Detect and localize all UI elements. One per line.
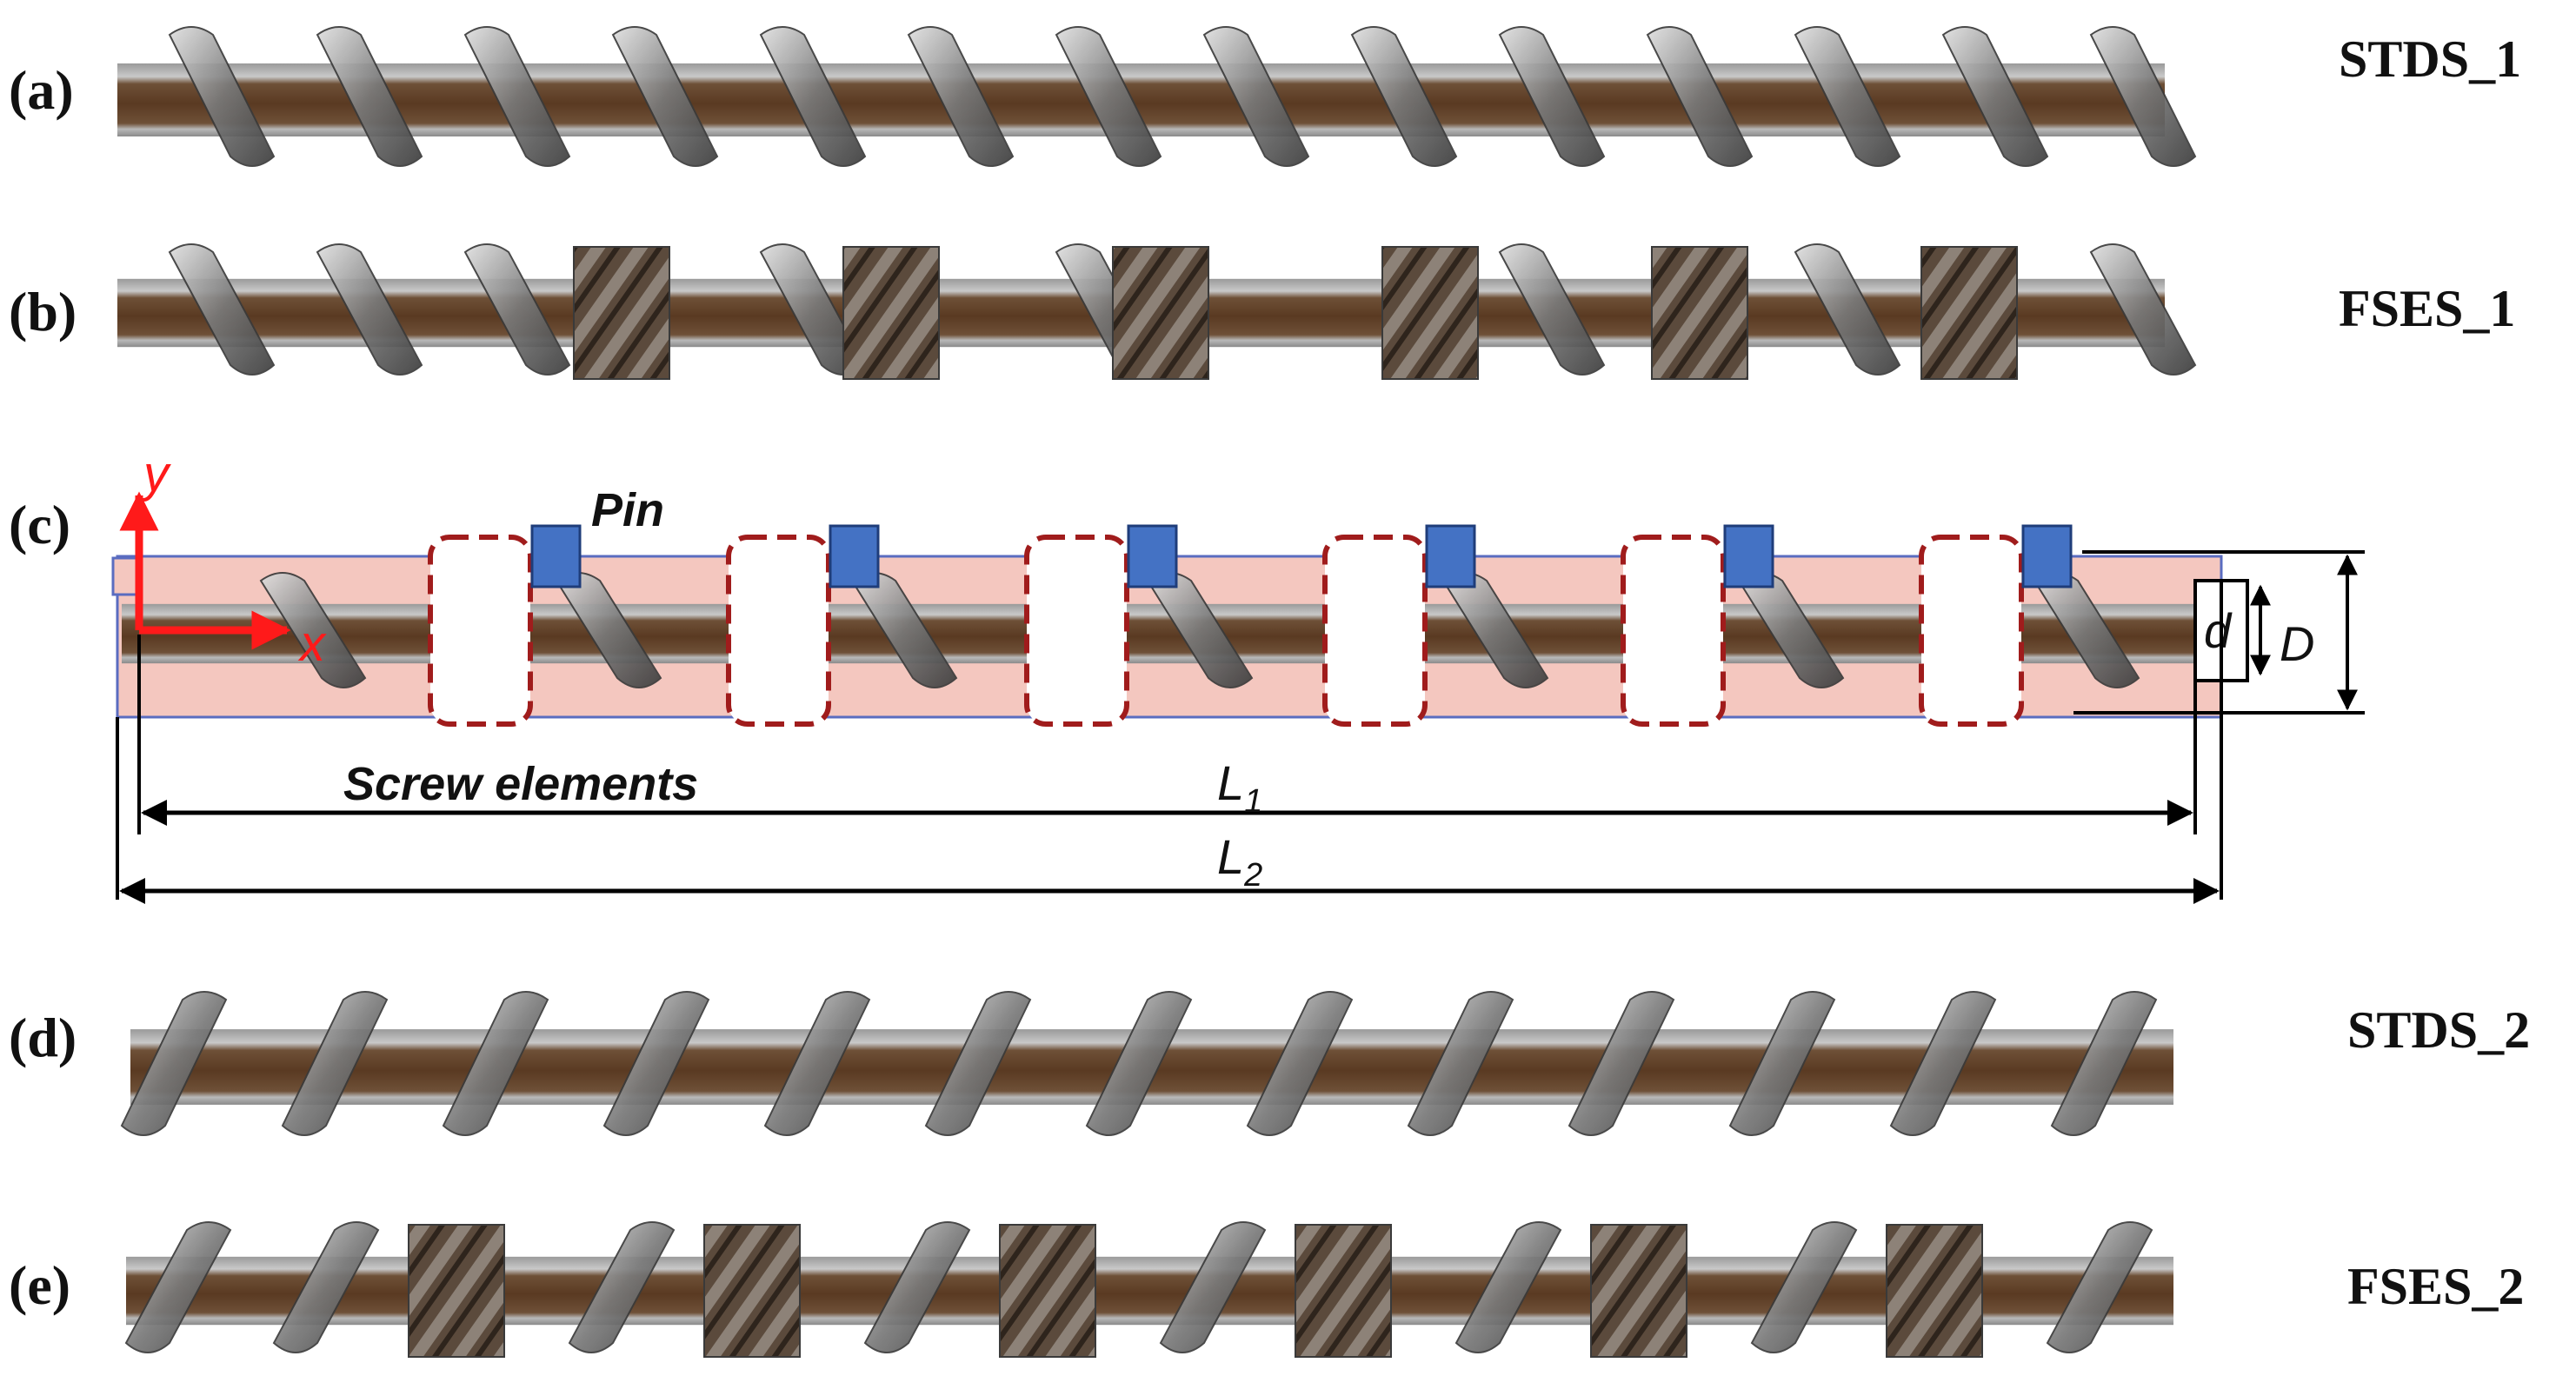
pin-block — [1723, 524, 1774, 588]
screw-flight — [759, 26, 867, 167]
config-name-fses-2: FSES_2 — [2347, 1258, 2524, 1315]
kneading-gap-box — [1621, 535, 1726, 727]
kneading-element — [1295, 1224, 1392, 1358]
pin-block — [1127, 524, 1178, 588]
kneading-element — [1112, 246, 1209, 380]
screw-flight — [602, 991, 710, 1136]
pin-block — [1425, 524, 1476, 588]
config-name-stds-1: STDS_1 — [2339, 30, 2521, 88]
screw-flight — [272, 1221, 380, 1353]
screw-flight — [1055, 26, 1162, 167]
screw-stds-2 — [120, 991, 2173, 1136]
screw-flight — [168, 26, 276, 167]
kneading-element — [1590, 1224, 1687, 1358]
kneading-element — [1886, 1224, 1983, 1358]
panel-label-a: (a) — [9, 59, 74, 121]
simulation-domain: Pin y x d D L1 Screw elements L2 — [111, 446, 2365, 904]
screw-flight — [2050, 991, 2158, 1136]
config-name-stds-2: STDS_2 — [2347, 1001, 2530, 1059]
screw-flight — [281, 991, 389, 1136]
kneading-element — [1381, 246, 1479, 380]
screw-flight — [611, 26, 719, 167]
y-axis-label: y — [140, 446, 171, 502]
pin-label: Pin — [591, 484, 664, 536]
screw-flight — [259, 572, 367, 688]
screw-flight — [924, 991, 1032, 1136]
screw-flight — [1750, 1221, 1858, 1353]
x-axis-label: x — [297, 615, 327, 672]
screw-flight — [1568, 991, 1675, 1136]
screw-flight — [1646, 26, 1754, 167]
screw-flight — [1454, 1221, 1562, 1353]
screw-flight — [463, 26, 571, 167]
kneading-element — [842, 246, 940, 380]
panel-label-d: (d) — [9, 1007, 77, 1068]
screw-flight — [907, 26, 1015, 167]
screw-flight — [1350, 26, 1458, 167]
panel-label-c: (c) — [9, 494, 70, 555]
screw-flight — [120, 991, 228, 1136]
screw-flight — [1202, 26, 1310, 167]
screw-flight — [124, 1221, 232, 1353]
outer-top-strip — [111, 556, 141, 596]
pin-block — [530, 524, 582, 588]
kneading-element — [408, 1224, 505, 1358]
config-name-fses-1: FSES_1 — [2339, 280, 2515, 337]
screw-flight — [1498, 26, 1606, 167]
kneading-element — [703, 1224, 801, 1358]
kneading-gap-box — [428, 535, 533, 727]
screw-flight — [1941, 26, 2049, 167]
screw-flight — [1728, 991, 1836, 1136]
screw-flight — [1889, 991, 1997, 1136]
kneading-element — [1920, 246, 2018, 380]
pin-block — [829, 524, 880, 588]
screw-flight — [2089, 26, 2197, 167]
screw-stds-1 — [117, 26, 2197, 167]
screw-flight — [863, 1221, 971, 1353]
screw-flight — [568, 1221, 676, 1353]
kneading-element — [1651, 246, 1748, 380]
panel-label-b: (b) — [9, 281, 77, 342]
screw-flight — [2089, 243, 2197, 376]
screw-fses-2 — [124, 1221, 2173, 1358]
kneading-element — [573, 246, 670, 380]
screw-flight — [1246, 991, 1354, 1136]
screw-flight — [1794, 243, 1901, 376]
pin-and-gap-markers — [428, 524, 2073, 727]
screw-flight — [1085, 991, 1193, 1136]
screw-flight — [442, 991, 549, 1136]
screw-flight — [316, 243, 423, 376]
screw-flight — [2046, 1221, 2153, 1353]
screw-flight — [1407, 991, 1514, 1136]
screw-flight — [168, 243, 276, 376]
screw-elements-label: Screw elements — [343, 758, 698, 810]
kneading-gap-box — [1919, 535, 2024, 727]
screw-flight — [763, 991, 871, 1136]
kneading-gap-box — [726, 535, 831, 727]
L1-label: L1 — [1217, 755, 1262, 820]
kneading-element — [999, 1224, 1096, 1358]
kneading-gap-box — [1322, 535, 1428, 727]
d-label: d — [2204, 603, 2233, 658]
pin-block — [2021, 524, 2073, 588]
screw-flight — [1159, 1221, 1267, 1353]
screw-flight — [1498, 243, 1606, 376]
screw-fses-1 — [117, 243, 2197, 380]
kneading-gap-box — [1024, 535, 1129, 727]
L2-label: L2 — [1217, 829, 1262, 894]
screw-flight — [316, 26, 423, 167]
panel-label-e: (e) — [9, 1254, 70, 1316]
screw-flight — [463, 243, 571, 376]
D-label: D — [2280, 616, 2314, 671]
screw-flight — [1794, 26, 1901, 167]
